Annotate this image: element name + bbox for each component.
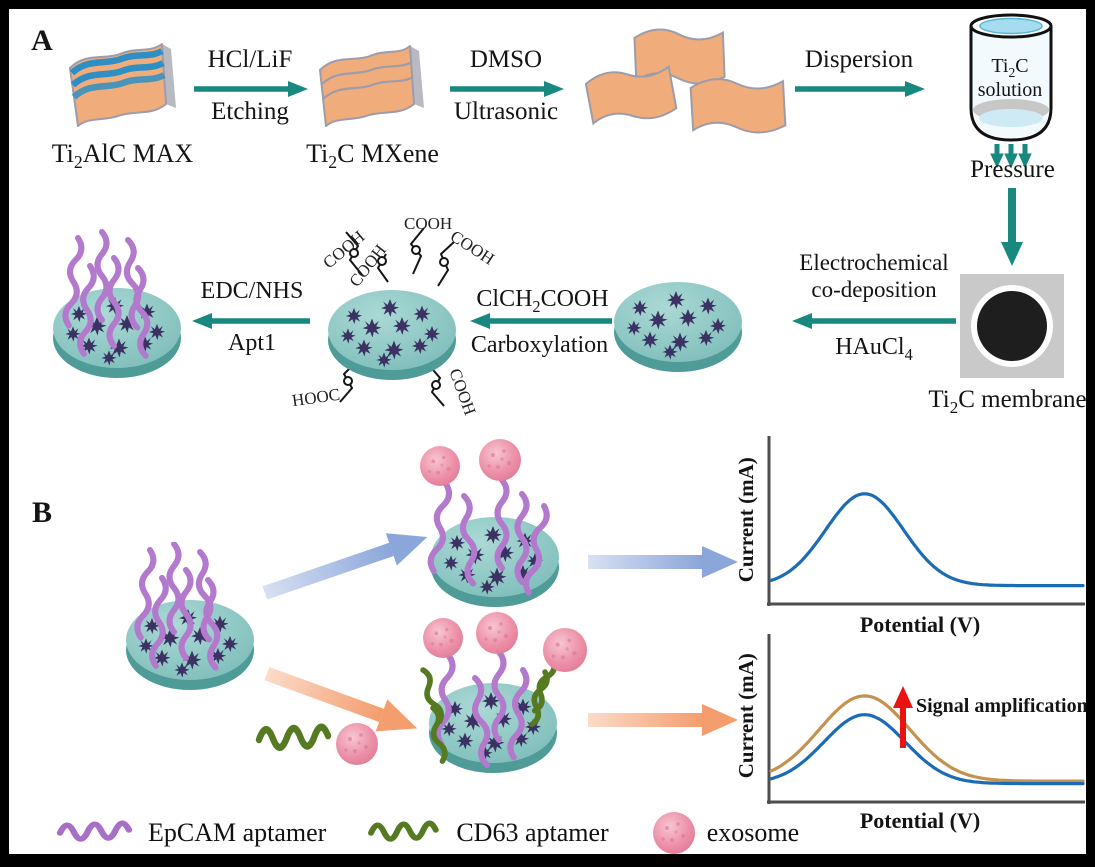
aunp-disc-graphic	[608, 262, 753, 382]
legend-item-epcam: EpCAM aptamer	[56, 818, 326, 848]
max-label: Ti2AlC MAX	[51, 139, 194, 173]
legend-item-exosome: exosome	[651, 810, 799, 856]
step3-process: Dispersion	[804, 46, 914, 73]
chart-bottom	[767, 634, 1085, 804]
step1-process: Etching	[211, 98, 289, 125]
max-sheet-graphic	[69, 43, 176, 127]
legend: EpCAM aptamer CD63 aptamer exosome	[56, 806, 816, 860]
free-cd63-exosome-graphic	[255, 723, 378, 765]
panel-b-label: B	[31, 496, 52, 529]
chart-top	[767, 436, 1085, 606]
chart-top-xlabel: Potential (V)	[859, 612, 981, 637]
step1-reagent: HCl/LiF	[207, 46, 293, 73]
mxene-graphic	[319, 45, 424, 127]
epcam-aptamer-icon	[56, 820, 138, 846]
blue-path-arrow-1	[262, 533, 428, 600]
step4-reagent: HAuCl4	[835, 334, 913, 364]
legend-cd63-label: CD63 aptamer	[456, 818, 609, 847]
carboxyl-disc-graphic	[300, 227, 505, 407]
step4-line1: Electrochemical	[799, 250, 949, 275]
legend-item-cd63: CD63 aptamer	[368, 818, 609, 848]
pressure-label: Pressure	[970, 156, 1055, 183]
step4-line2: co-deposition	[811, 277, 937, 302]
signal-amplification-label: Signal amplification	[916, 695, 1088, 717]
reaction-arrow-6	[192, 313, 310, 329]
chart-top-ylabel: Current (mA)	[734, 457, 759, 583]
orange-path-arrow-1	[264, 667, 418, 732]
vial-graphic	[969, 13, 1053, 169]
orange-path-arrow-2	[588, 704, 738, 736]
step6-aptamer: Apt1	[228, 330, 276, 356]
aptamer-disc-graphic	[40, 228, 205, 408]
vial-label-line2: solution	[977, 79, 1043, 101]
step5-reagent: ClCH2COOH	[476, 286, 609, 316]
chart-bottom-ylabel: Current (mA)	[734, 653, 759, 779]
sensor-disc-graphic	[100, 542, 285, 737]
reaction-arrow-2	[450, 81, 564, 97]
reaction-arrow-4	[792, 313, 956, 329]
vial-label-line1: Ti2C	[991, 55, 1029, 80]
legend-epcam-label: EpCAM aptamer	[148, 818, 327, 847]
captured-disc-graphic	[420, 439, 600, 614]
signal-up-arrow	[893, 686, 913, 748]
panel-a-label: A	[31, 24, 53, 57]
cd63-aptamer-icon	[368, 820, 446, 846]
down-arrow	[1001, 188, 1023, 266]
reaction-arrow-5	[470, 313, 612, 329]
membrane-label: Ti2C membrane	[928, 386, 1087, 417]
cooh-label-2: COOH	[404, 214, 453, 233]
flakes-graphic	[584, 28, 787, 134]
step2-reagent: DMSO	[469, 46, 543, 73]
mxene-label: Ti2C MXene	[306, 139, 439, 173]
reaction-arrow-1	[194, 81, 308, 97]
step2-process: Ultrasonic	[453, 98, 559, 125]
sandwich-disc-graphic	[393, 612, 588, 780]
blue-path-arrow-2	[588, 546, 738, 578]
legend-exosome-label: exosome	[706, 818, 800, 847]
chart-bottom-xlabel: Potential (V)	[859, 808, 981, 833]
step5-process: Carboxylation	[470, 332, 609, 358]
reaction-arrow-3	[795, 81, 925, 97]
membrane-graphic	[960, 274, 1064, 378]
step6-reagent: EDC/NHS	[200, 278, 304, 304]
exosome-icon	[652, 812, 695, 854]
